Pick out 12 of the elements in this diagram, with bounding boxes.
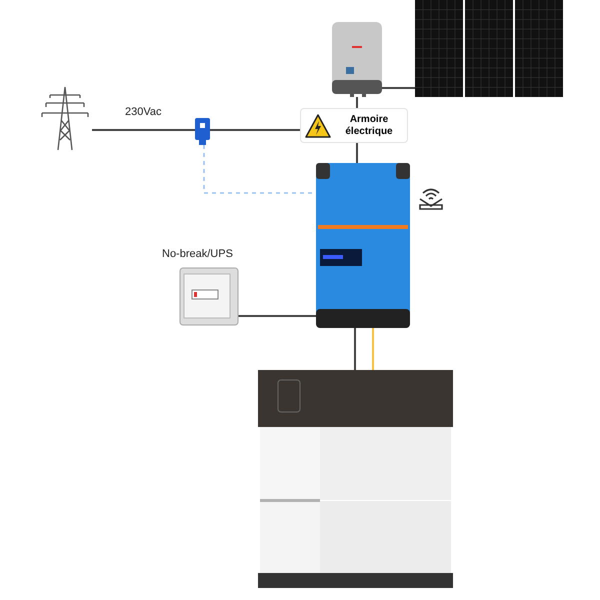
cable-line — [354, 328, 356, 370]
edge-label: 230Vac — [123, 106, 164, 118]
cable-line — [238, 315, 316, 317]
cable-line — [372, 328, 374, 370]
cable-line — [92, 129, 195, 131]
sign-card — [300, 108, 408, 143]
sign-label: Armoire électrique — [344, 114, 394, 137]
device-label: No-break/UPS — [162, 248, 233, 260]
cable-line — [210, 129, 300, 131]
cable-line — [356, 143, 358, 163]
cable-line — [382, 87, 415, 89]
cable-line — [356, 97, 358, 108]
